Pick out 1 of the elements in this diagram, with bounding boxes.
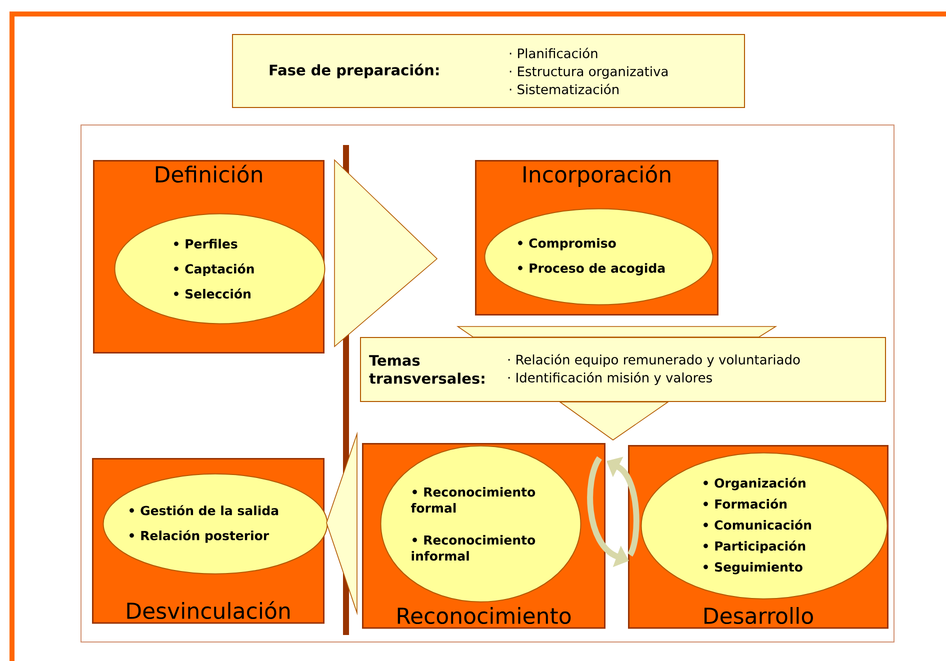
note-box: Fase de preparación: · Planificación · Estructura organizativa · Sistematización <box>232 34 745 108</box>
